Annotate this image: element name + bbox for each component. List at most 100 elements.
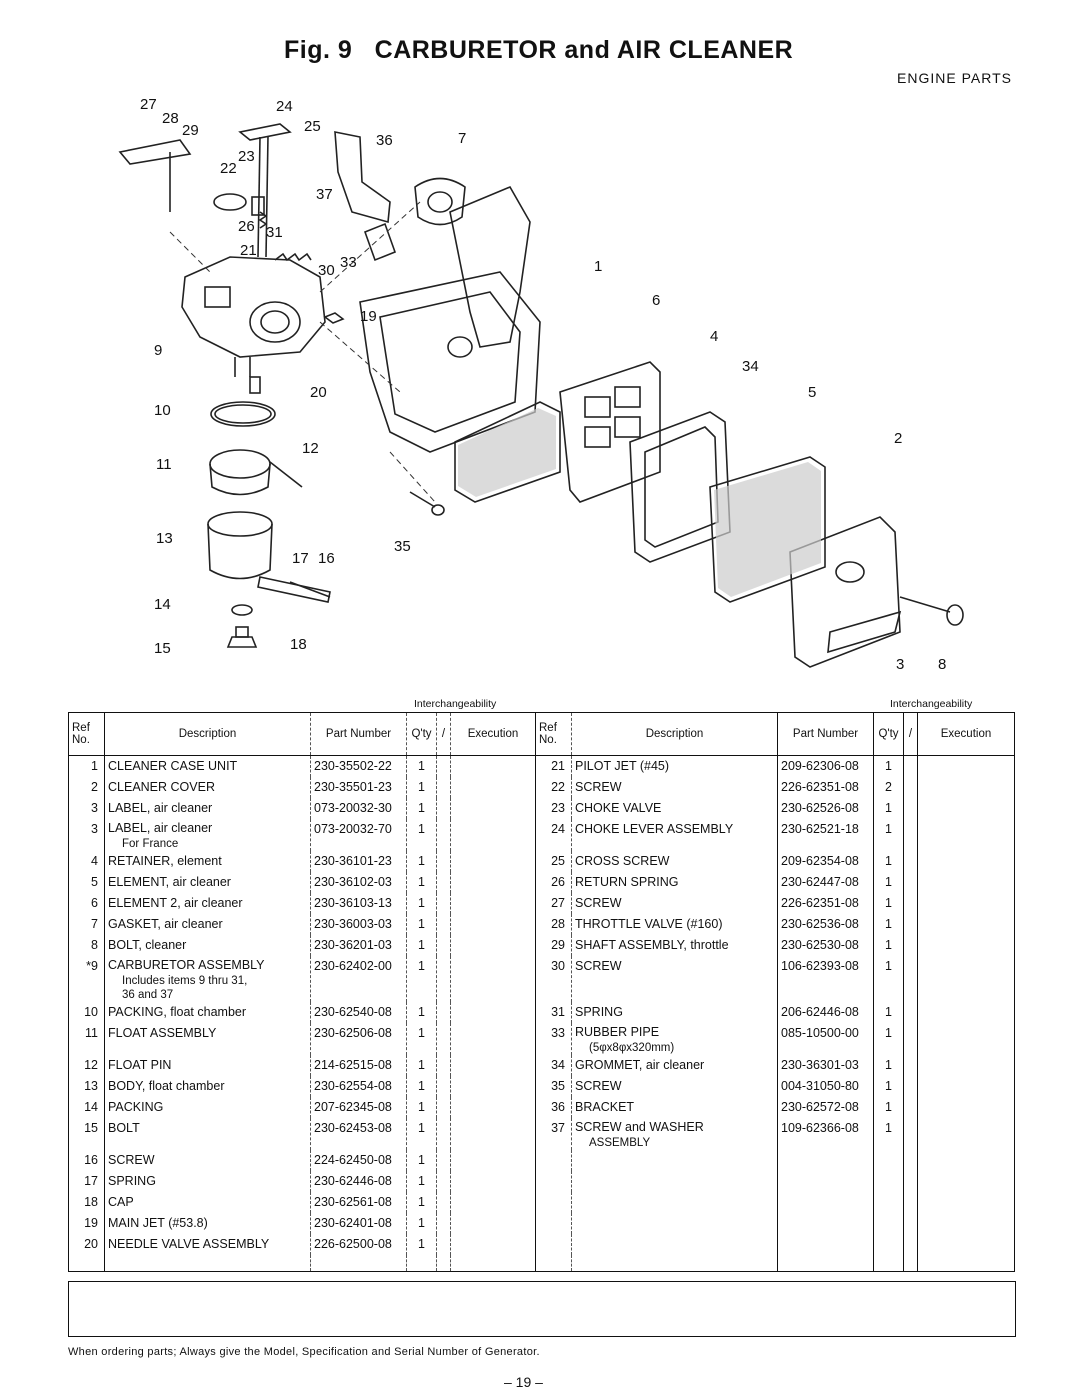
right-part-number-cell: 004-31050-80 xyxy=(777,1076,874,1097)
ordering-footnote: When ordering parts; Always give the Mod… xyxy=(68,1346,540,1358)
left-description-cell: BOLT, cleaner xyxy=(104,935,311,956)
callout-6: 6 xyxy=(652,292,661,309)
left-interchange-cell xyxy=(436,1097,451,1118)
right-qty-cell xyxy=(873,1234,904,1255)
page-title: Fig. 9 CARBURETOR and AIR CLEANER xyxy=(284,36,794,64)
left-qty-cell: 1 xyxy=(406,872,437,893)
part-description-note: 36 and 37 xyxy=(122,989,174,1001)
right-ref-cell: 37 xyxy=(535,1118,572,1150)
left-description-cell: LABEL, air cleaner xyxy=(104,798,311,819)
right-interchange-cell xyxy=(903,1213,918,1234)
left-execution-cell xyxy=(450,1192,536,1213)
right-description-cell: SCREW xyxy=(571,956,778,1002)
left-ref-cell: 6 xyxy=(68,893,105,914)
part-description: CARBURETOR ASSEMBLY xyxy=(108,958,265,972)
left-ref-cell: 15 xyxy=(68,1118,105,1150)
left-description-cell: FLOAT ASSEMBLY xyxy=(104,1023,311,1055)
left-description-cell: NEEDLE VALVE ASSEMBLY xyxy=(104,1234,311,1255)
table-filler-cell xyxy=(436,1255,451,1272)
right-part-number-cell xyxy=(777,1150,874,1171)
callout-36: 36 xyxy=(376,132,393,149)
right-interchange-cell xyxy=(903,1023,918,1055)
part-description: BODY, float chamber xyxy=(108,1079,225,1093)
right-interchange-cell xyxy=(903,956,918,1002)
table-filler-cell xyxy=(104,1255,311,1272)
right-description-cell xyxy=(571,1150,778,1171)
left-interchange-cell xyxy=(436,1002,451,1023)
right-ref-cell xyxy=(535,1150,572,1171)
callout-30: 30 xyxy=(318,262,335,279)
right-ref-cell: 36 xyxy=(535,1097,572,1118)
left-part-number-cell: 226-62500-08 xyxy=(310,1234,407,1255)
right-interchange-cell xyxy=(903,1118,918,1150)
callout-23: 23 xyxy=(238,148,255,165)
callout-37: 37 xyxy=(316,186,333,203)
left-qty-cell: 1 xyxy=(406,956,437,1002)
part-description: GASKET, air cleaner xyxy=(108,917,223,931)
callout-16: 16 xyxy=(318,550,335,567)
left-execution-cell xyxy=(450,755,536,777)
right-execution-cell xyxy=(917,1076,1015,1097)
part-description: CAP xyxy=(108,1195,134,1209)
right-qty-cell: 1 xyxy=(873,1055,904,1076)
part-description: SCREW xyxy=(575,896,622,910)
right-interchange-cell xyxy=(903,1055,918,1076)
right-execution-cell xyxy=(917,777,1015,798)
part-description: PACKING, float chamber xyxy=(108,1005,247,1019)
part-description: BRACKET xyxy=(575,1100,635,1114)
right-interchange-cell xyxy=(903,1171,918,1192)
left-qty-cell: 1 xyxy=(406,1076,437,1097)
left-ref-cell: 3 xyxy=(68,798,105,819)
right-interchange-cell xyxy=(903,798,918,819)
right-execution-cell xyxy=(917,893,1015,914)
right-part-number-cell: 209-62354-08 xyxy=(777,851,874,872)
right-ref-cell: 30 xyxy=(535,956,572,1002)
left-qty-cell: 1 xyxy=(406,1171,437,1192)
left-interchange-cell xyxy=(436,914,451,935)
left-execution-cell xyxy=(450,872,536,893)
left-part-number-cell: 073-20032-70 xyxy=(310,819,407,851)
left-interchange-cell xyxy=(436,1213,451,1234)
header-description-2: Description xyxy=(571,712,778,756)
left-execution-cell xyxy=(450,935,536,956)
right-ref-cell: 22 xyxy=(535,777,572,798)
left-qty-cell: 1 xyxy=(406,798,437,819)
right-description-cell: SCREW xyxy=(571,1076,778,1097)
part-description: CROSS SCREW xyxy=(575,854,670,868)
left-part-number-cell: 230-62540-08 xyxy=(310,1002,407,1023)
left-ref-cell: 11 xyxy=(68,1023,105,1055)
left-ref-cell: *9 xyxy=(68,956,105,1002)
right-interchange-cell xyxy=(903,755,918,777)
part-description: PILOT JET (#45) xyxy=(575,759,670,773)
header-slash-2: / xyxy=(903,712,918,756)
part-description: SHAFT ASSEMBLY, throttle xyxy=(575,938,729,952)
right-interchange-cell xyxy=(903,914,918,935)
left-part-number-cell: 230-62561-08 xyxy=(310,1192,407,1213)
right-description-cell: SCREW xyxy=(571,777,778,798)
table-filler-row xyxy=(68,1255,1015,1272)
header-qty: Q'ty xyxy=(406,712,437,756)
left-part-number-cell: 230-35502-22 xyxy=(310,755,407,777)
part-description: RUBBER PIPE xyxy=(575,1025,660,1039)
left-ref-cell: 18 xyxy=(68,1192,105,1213)
left-execution-cell xyxy=(450,1118,536,1150)
left-execution-cell xyxy=(450,1171,536,1192)
part-description: ELEMENT 2, air cleaner xyxy=(108,896,243,910)
callout-22: 22 xyxy=(220,160,237,177)
left-description-cell: PACKING xyxy=(104,1097,311,1118)
right-interchange-cell xyxy=(903,1150,918,1171)
right-execution-cell xyxy=(917,935,1015,956)
callout-17: 17 xyxy=(292,550,309,567)
right-part-number-cell: 206-62446-08 xyxy=(777,1002,874,1023)
left-part-number-cell: 230-36003-03 xyxy=(310,914,407,935)
right-part-number-cell: 230-62530-08 xyxy=(777,935,874,956)
right-execution-cell xyxy=(917,851,1015,872)
left-part-number-cell: 230-62554-08 xyxy=(310,1076,407,1097)
right-ref-cell: 24 xyxy=(535,819,572,851)
